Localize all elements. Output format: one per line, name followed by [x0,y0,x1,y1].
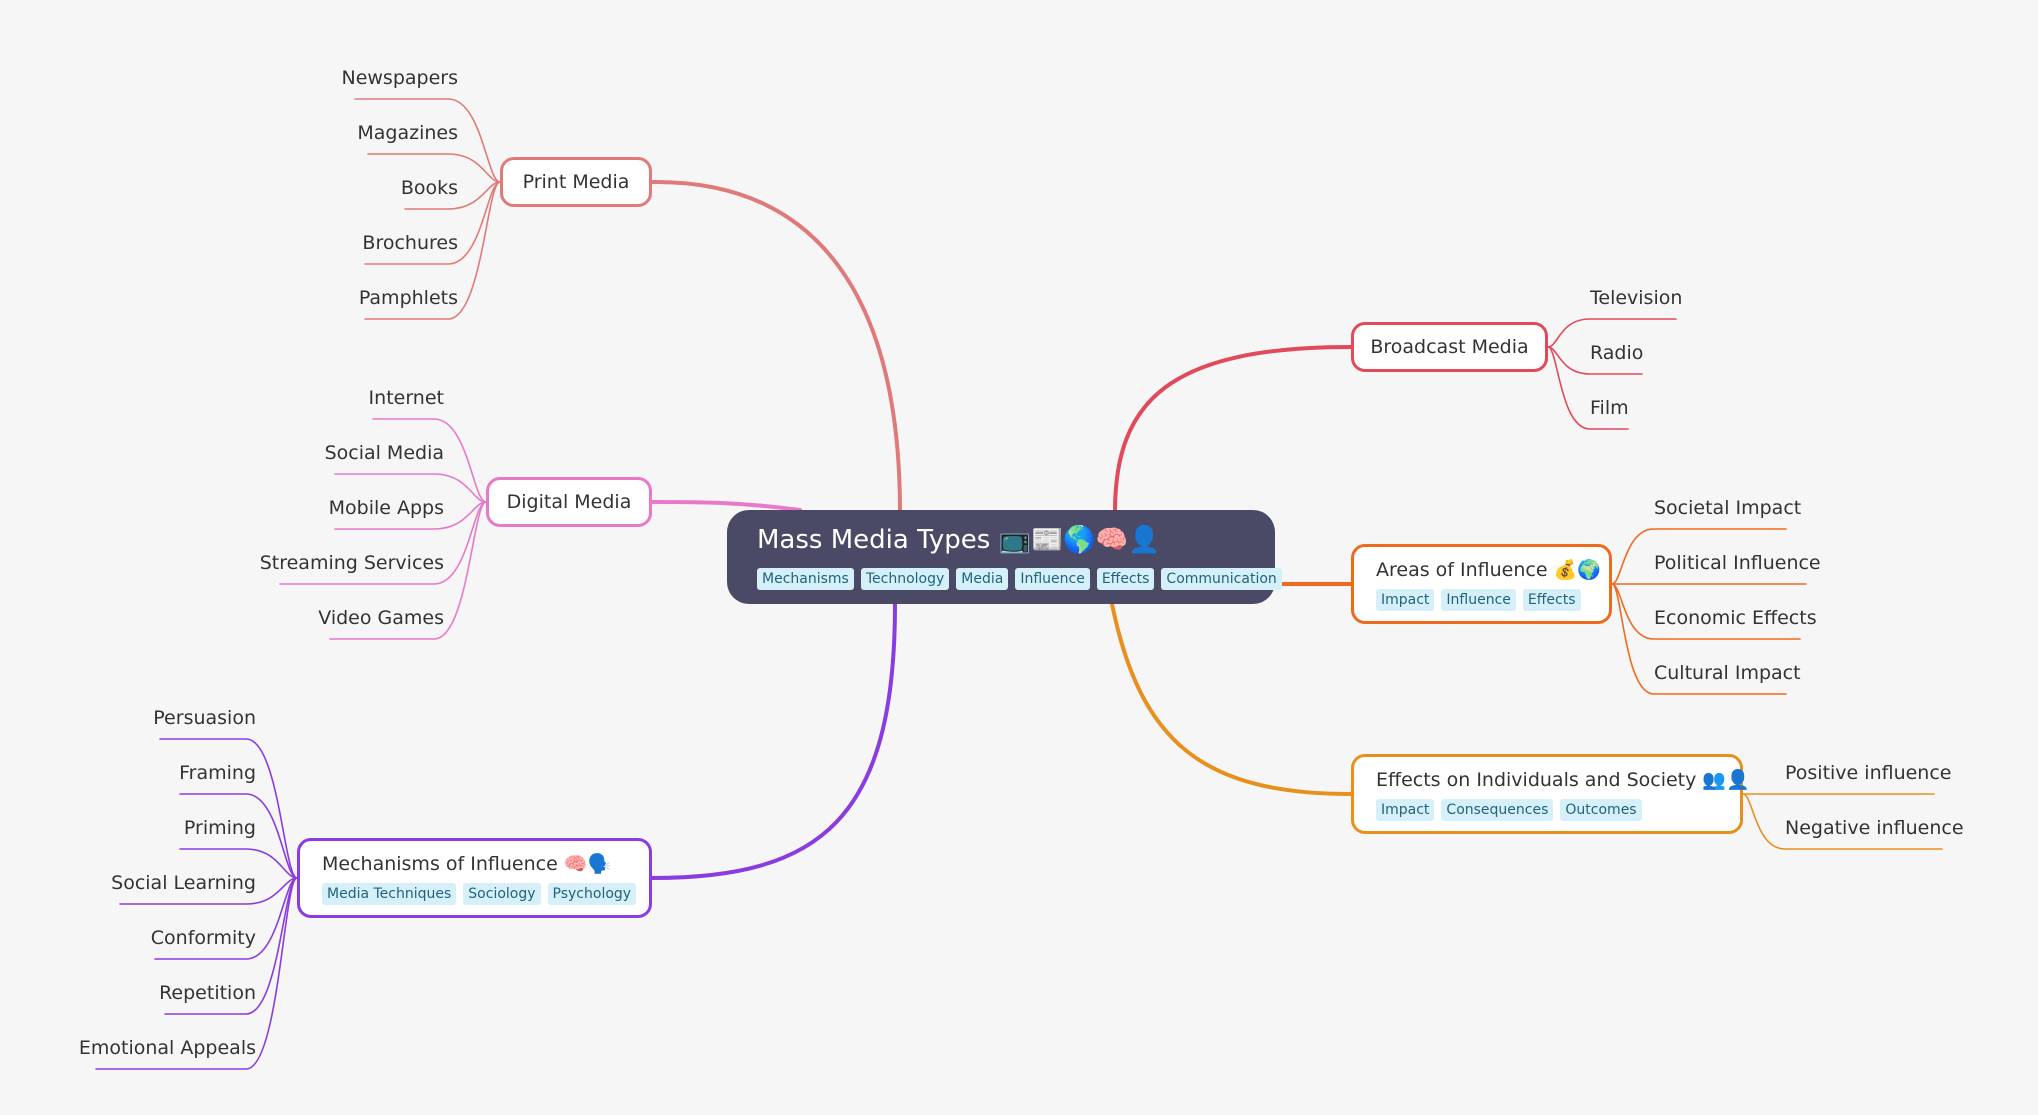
tag-impact[interactable]: Impact [1376,589,1435,611]
node-label: Mechanisms of Influence 🧠🗣️ [322,853,612,875]
leaf-social-media[interactable]: Social Media [324,442,444,464]
leaf-internet[interactable]: Internet [368,387,444,409]
node-label: Print Media [522,171,630,193]
node-label: Digital Media [506,491,632,513]
tag-effects[interactable]: Effects [1096,568,1155,590]
node-print-media[interactable]: Print Media [500,157,652,207]
leaf-video-games[interactable]: Video Games [318,607,444,629]
leaf-emotional-appeals[interactable]: Emotional Appeals [78,1037,256,1059]
central-topic[interactable]: Mass Media Types 📺📰🌎🧠👤 Mechanisms Techno… [727,510,1282,604]
tag-media-techniques[interactable]: Media Techniques [322,883,457,905]
central-topic-tags: Mechanisms Technology Media Influence Ef… [757,568,1282,590]
connector-broadcast-leaf-2 [1547,346,1629,430]
node-digital-media[interactable]: Digital Media [486,477,652,527]
tag-media[interactable]: Media [956,568,1009,590]
leaf-economic-effects[interactable]: Economic Effects [1654,607,1817,629]
connector-areas-leaf-3 [1611,583,1787,695]
node-label: Effects on Individuals and Society 👥👤 [1376,769,1750,791]
connector-digital-leaf-3 [279,501,487,585]
leaf-newspapers[interactable]: Newspapers [341,67,458,89]
connector-effects [1110,602,1353,796]
leaf-societal-impact[interactable]: Societal Impact [1654,497,1802,519]
tag-outcomes[interactable]: Outcomes [1560,799,1642,821]
leaf-framing[interactable]: Framing [179,762,256,784]
tag-influence[interactable]: Influence [1015,568,1090,590]
leaf-persuasion[interactable]: Persuasion [153,707,256,729]
tag-impact[interactable]: Impact [1376,799,1435,821]
tag-psychology[interactable]: Psychology [547,883,637,905]
leaf-political-influence[interactable]: Political Influence [1654,552,1821,574]
connector-mechanisms-leaf-6 [95,877,298,1070]
tag-consequences[interactable]: Consequences [1441,799,1554,821]
connector-mechanisms-leaf-4 [154,877,298,960]
tag-communication[interactable]: Communication [1161,568,1282,590]
node-broadcast-media[interactable]: Broadcast Media [1351,322,1548,372]
node-effects-on-individuals-and-society[interactable]: Effects on Individuals and Society 👥👤 Im… [1351,754,1750,834]
node-areas-of-influence[interactable]: Areas of Influence 💰🌍 Impact Influence E… [1351,544,1612,624]
connector-mechanisms-leaf-3 [119,877,298,905]
tag-mechanisms[interactable]: Mechanisms [757,568,854,590]
leaf-repetition[interactable]: Repetition [159,982,256,1004]
connector-print-leaf-0 [354,98,501,183]
node-label: Broadcast Media [1370,336,1529,358]
connector-mechanisms-leaf-0 [159,738,298,879]
connector-broadcast-media [1113,345,1353,514]
connector-digital-leaf-0 [372,418,487,503]
connector-print-leaf-2 [404,181,501,210]
leaf-priming[interactable]: Priming [183,817,256,839]
connector-print-leaf-1 [367,153,501,183]
leaf-cultural-impact[interactable]: Cultural Impact [1654,662,1801,684]
connector-areas-leaf-2 [1611,583,1801,640]
leaf-brochures[interactable]: Brochures [362,232,458,254]
connector-effects-leaf-1 [1742,793,1943,850]
leaf-magazines[interactable]: Magazines [357,122,458,144]
leaf-mobile-apps[interactable]: Mobile Apps [328,497,444,519]
connector-broadcast-leaf-1 [1547,346,1643,375]
tag-influence[interactable]: Influence [1441,589,1516,611]
connector-digital-leaf-2 [334,501,487,530]
connector-mechanisms [650,602,897,880]
central-topic-title: Mass Media Types 📺📰🌎🧠👤 [757,525,1161,555]
connector-print-leaf-4 [364,181,501,320]
leaf-television[interactable]: Television [1590,287,1683,309]
connector-broadcast-leaf-0 [1547,318,1677,348]
connector-print-media [650,179,902,514]
leaf-positive-influence[interactable]: Positive influence [1785,762,1952,784]
node-label: Areas of Influence 💰🌍 [1376,559,1601,581]
leaf-pamphlets[interactable]: Pamphlets [358,287,458,309]
connector-print-leaf-3 [364,181,501,265]
leaf-conformity[interactable]: Conformity [150,927,256,949]
leaf-film[interactable]: Film [1590,397,1629,419]
leaf-books[interactable]: Books [400,177,458,199]
leaf-radio[interactable]: Radio [1590,342,1644,364]
leaf-negative-influence[interactable]: Negative influence [1785,817,1964,839]
connector-mechanisms-leaf-1 [179,793,298,879]
connector-digital-media [650,500,802,512]
node-mechanisms-of-influence[interactable]: Mechanisms of Influence 🧠🗣️ Media Techni… [297,838,652,918]
connector-digital-leaf-4 [329,501,487,640]
node-tags: Impact Influence Effects [1376,589,1587,611]
node-tags: Impact Consequences Outcomes [1376,799,1718,821]
connector-areas-leaf-0 [1611,528,1787,585]
tag-effects[interactable]: Effects [1522,589,1581,611]
leaf-streaming-services[interactable]: Streaming Services [259,552,444,574]
tag-technology[interactable]: Technology [860,568,950,590]
tag-sociology[interactable]: Sociology [463,883,541,905]
node-tags: Media Techniques Sociology Psychology [322,883,637,905]
connector-digital-leaf-1 [334,473,487,503]
leaf-social-learning[interactable]: Social Learning [111,872,256,894]
connector-mechanisms-leaf-2 [179,848,298,879]
